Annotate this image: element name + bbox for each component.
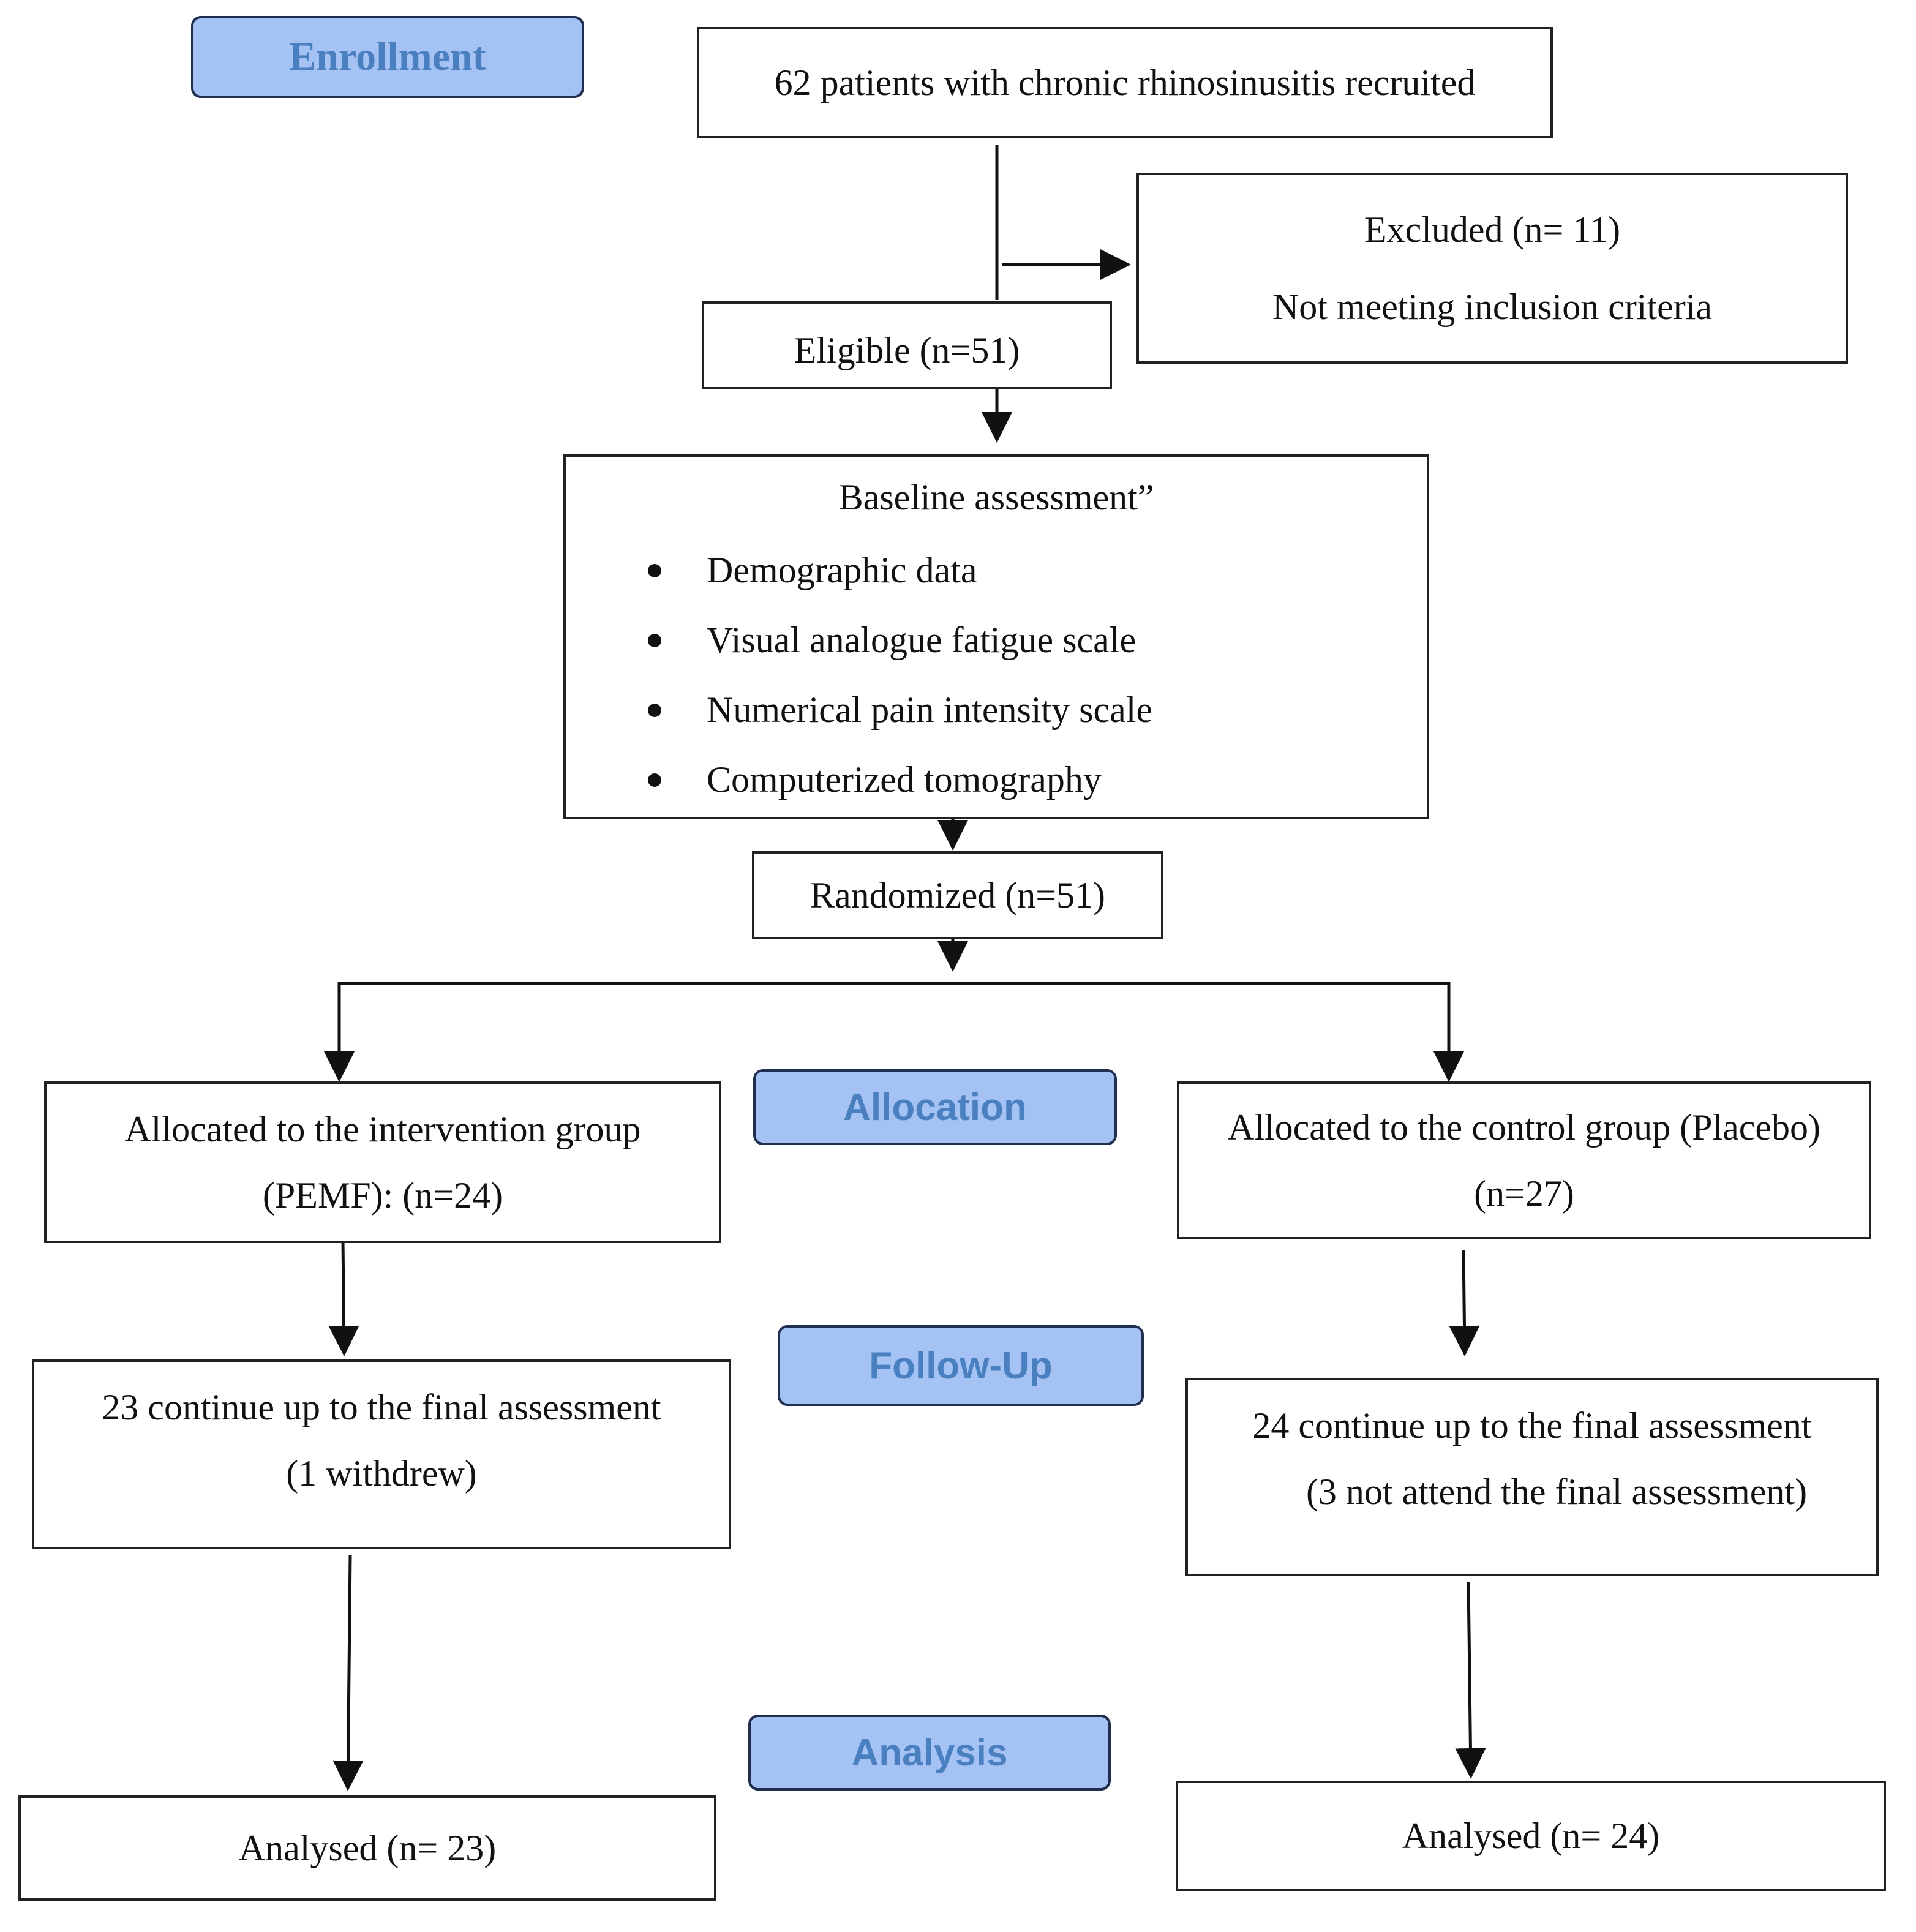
excluded-box: Excluded (n= 11) Not meeting inclusion c… bbox=[1136, 173, 1848, 364]
list-item: Computerized tomography bbox=[566, 745, 1152, 814]
baseline-item-text: Computerized tomography bbox=[707, 759, 1102, 800]
recruited-box: 62 patients with chronic rhinosinusitis … bbox=[697, 27, 1553, 138]
baseline-assessment-box: Baseline assessment” Demographic data Vi… bbox=[563, 454, 1429, 819]
intervention-followup-line1: 23 continue up to the final assessment bbox=[102, 1387, 661, 1427]
control-followup-box: 24 continue up to the final assessment (… bbox=[1185, 1378, 1879, 1576]
intervention-to-followup-arrow bbox=[328, 1240, 359, 1356]
baseline-items-list: Demographic data Visual analogue fatigue… bbox=[566, 535, 1152, 814]
bullet-icon bbox=[648, 773, 661, 787]
intervention-line1: Allocated to the intervention group bbox=[124, 1109, 641, 1149]
intervention-followup-line2: (1 withdrew) bbox=[286, 1453, 477, 1494]
list-item: Demographic data bbox=[566, 535, 1152, 605]
list-item: Numerical pain intensity scale bbox=[566, 675, 1152, 745]
randomized-text: Randomized (n=51) bbox=[810, 875, 1106, 915]
control-line1: Allocated to the control group (Placebo) bbox=[1227, 1107, 1821, 1148]
control-to-followup-arrow bbox=[1449, 1250, 1480, 1356]
recruited-text: 62 patients with chronic rhinosinusitis … bbox=[774, 62, 1476, 103]
stage-label-allocation: Allocation bbox=[753, 1069, 1117, 1145]
stage-label-text: Allocation bbox=[843, 1086, 1027, 1129]
control-followup-line2: (3 not attend the final assessment) bbox=[1306, 1472, 1808, 1512]
list-item: Visual analogue fatigue scale bbox=[566, 605, 1152, 675]
stage-label-follow-up: Follow-Up bbox=[778, 1325, 1144, 1406]
stage-label-text: Analysis bbox=[851, 1731, 1008, 1774]
intervention-group-box: Allocated to the intervention group (PEM… bbox=[44, 1081, 721, 1243]
baseline-title: Baseline assessment” bbox=[838, 477, 1154, 517]
split-branch-line bbox=[337, 982, 1451, 1078]
bullet-icon bbox=[648, 634, 661, 647]
bullet-icon bbox=[648, 564, 661, 577]
control-group-box: Allocated to the control group (Placebo)… bbox=[1177, 1081, 1871, 1239]
stage-label-enrollment: Enrollment bbox=[191, 16, 584, 98]
control-line2: (n=27) bbox=[1474, 1173, 1574, 1214]
intervention-followup-to-analysis-arrow bbox=[332, 1555, 364, 1791]
intervention-analysed-box: Analysed (n= 23) bbox=[18, 1795, 716, 1901]
baseline-item-text: Numerical pain intensity scale bbox=[707, 690, 1153, 730]
bullet-icon bbox=[648, 704, 661, 717]
stage-label-text: Enrollment bbox=[289, 34, 486, 79]
control-analysed-text: Analysed (n= 24) bbox=[1402, 1816, 1660, 1856]
intervention-line2: (PEMF): (n=24) bbox=[262, 1175, 503, 1216]
control-analysed-box: Analysed (n= 24) bbox=[1176, 1781, 1886, 1891]
eligible-text: Eligible (n=51) bbox=[794, 330, 1020, 370]
excluded-reason: Not meeting inclusion criteria bbox=[1272, 286, 1713, 327]
stage-label-analysis: Analysis bbox=[748, 1715, 1111, 1791]
randomized-box: Randomized (n=51) bbox=[752, 851, 1163, 939]
stage-label-text: Follow-Up bbox=[869, 1344, 1053, 1387]
intervention-followup-box: 23 continue up to the final assessment (… bbox=[32, 1359, 731, 1549]
intervention-analysed-text: Analysed (n= 23) bbox=[238, 1828, 497, 1868]
baseline-item-text: Visual analogue fatigue scale bbox=[707, 620, 1136, 660]
control-followup-to-analysis-arrow bbox=[1455, 1582, 1486, 1779]
baseline-item-text: Demographic data bbox=[707, 550, 977, 590]
control-followup-line1: 24 continue up to the final assessment bbox=[1252, 1405, 1812, 1446]
eligible-box: Eligible (n=51) bbox=[702, 301, 1112, 389]
excluded-count: Excluded (n= 11) bbox=[1364, 209, 1621, 250]
